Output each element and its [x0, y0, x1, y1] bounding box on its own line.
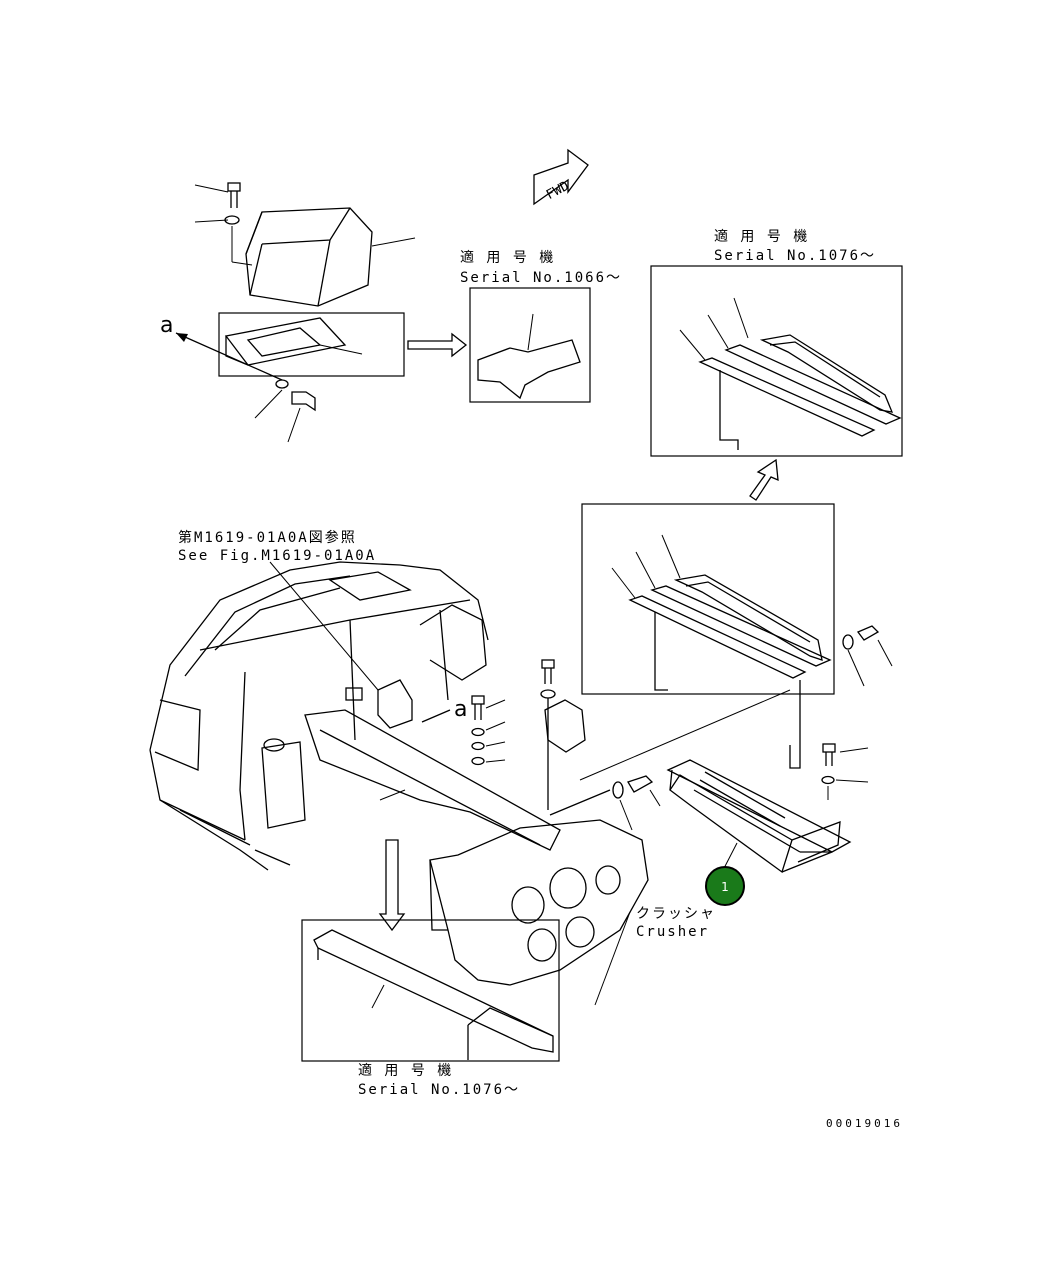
callout-1[interactable]: 1 [705, 866, 745, 906]
serial-1066-jp: 適 用 号 機 [460, 249, 555, 266]
drawing-number: 00019016 [826, 1117, 903, 1130]
middle-fasteners [471, 659, 586, 810]
serial-1076-top-text: Serial No.1076～ [714, 248, 876, 264]
serial-1076-top-detail: 適 用 号 機 Serial No.1076～ [650, 228, 903, 457]
crusher-jp: クラッシャ [636, 906, 716, 922]
forward-direction-arrow: FWD [533, 148, 589, 206]
step-assembly [579, 689, 869, 877]
serial-1076-bottom-jp: 適 用 号 機 [358, 1062, 453, 1079]
view-a-indicator: a [421, 697, 467, 723]
view-a-label-top: a [160, 313, 173, 338]
top-cover-assembly: a [160, 182, 416, 443]
serial-1066-text: Serial No.1066～ [460, 270, 622, 286]
callout-1-number: 1 [721, 880, 729, 894]
serial-1076-bottom-detail: 適 用 号 機 Serial No.1076～ [301, 919, 560, 1098]
crusher: クラッシャ Crusher [429, 819, 716, 1006]
arrow-to-serial-1076-bottom [378, 839, 406, 932]
serial-1076-bottom-text: Serial No.1076～ [358, 1082, 520, 1098]
serial-1066-detail: 適 用 号 機 Serial No.1066～ [460, 249, 622, 403]
see-fig-jp: 第M1619-01A0A図参照 [178, 529, 357, 546]
see-fig-text: See Fig.M1619-01A0A [178, 548, 376, 564]
machine-body [149, 561, 611, 871]
serial-1076-top-jp: 適 用 号 機 [714, 228, 809, 245]
crusher-text: Crusher [636, 924, 709, 940]
handrail-detail [581, 503, 893, 769]
see-figure-reference: 第M1619-01A0A図参照 See Fig.M1619-01A0A [178, 529, 379, 691]
arrow-to-serial-1076-top [749, 458, 779, 501]
arrow-to-serial-1066 [407, 332, 468, 358]
view-a-label-middle: a [454, 697, 467, 722]
